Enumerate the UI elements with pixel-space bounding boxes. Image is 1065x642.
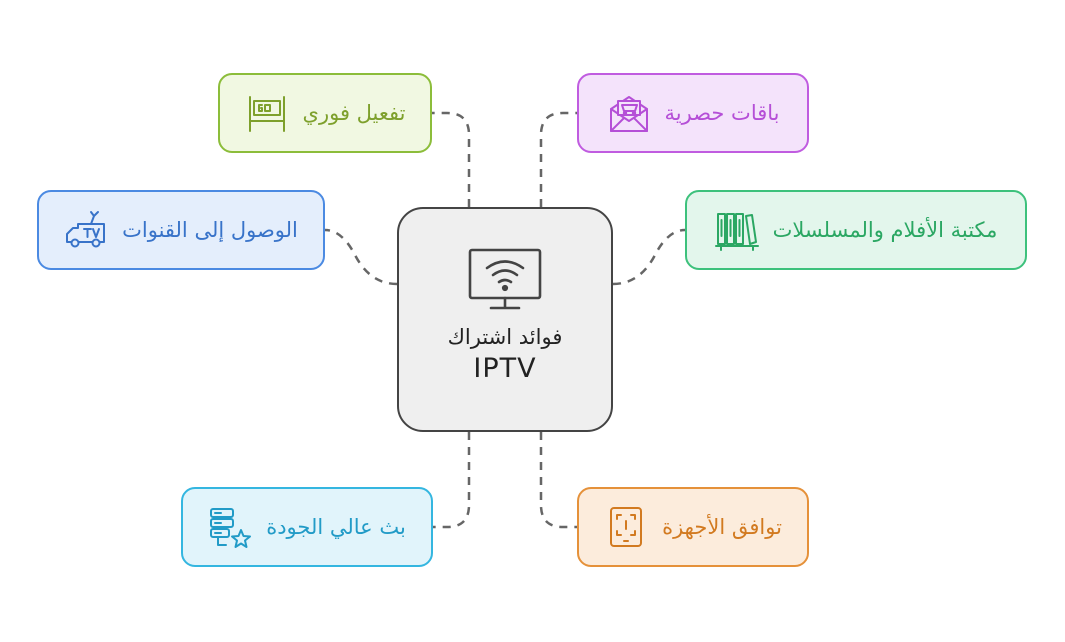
server-star-icon (210, 508, 252, 548)
books-shelf-icon (714, 213, 759, 251)
center-node: فوائد اشتراك IPTV (397, 207, 613, 432)
connector-packages (539, 111, 577, 207)
benefit-label-devices: توافق الأجهزة (662, 515, 782, 539)
connector-activation (432, 111, 471, 207)
connector-channels (324, 228, 398, 286)
connector-library (612, 228, 686, 286)
benefit-node-devices: توافق الأجهزة (577, 487, 809, 567)
connector-devices (539, 432, 577, 529)
benefit-node-hd: بث عالي الجودة (181, 487, 433, 567)
benefit-label-hd: بث عالي الجودة (266, 515, 406, 539)
benefit-node-library: مكتبة الأفلام والمسلسلات (685, 190, 1027, 270)
tv-truck-icon (66, 211, 106, 248)
benefit-node-activation: تفعيل فوري (218, 73, 432, 153)
benefit-label-channels: الوصول إلى القنوات (122, 218, 298, 242)
benefit-label-packages: باقات حصرية (664, 101, 780, 125)
center-title-line2: IPTV (473, 353, 537, 384)
envelope-cart-icon (609, 96, 648, 132)
go-sign-icon (248, 96, 285, 132)
benefit-label-activation: تفعيل فوري (302, 101, 406, 125)
wifi-tv-icon (468, 248, 542, 310)
benefit-node-channels: الوصول إلى القنوات (37, 190, 325, 270)
connector-hd (433, 432, 471, 529)
benefit-label-library: مكتبة الأفلام والمسلسلات (772, 218, 998, 242)
center-title-line1: فوائد اشتراك (447, 325, 563, 349)
benefit-node-packages: باقات حصرية (577, 73, 809, 153)
device-scan-icon (610, 507, 643, 547)
